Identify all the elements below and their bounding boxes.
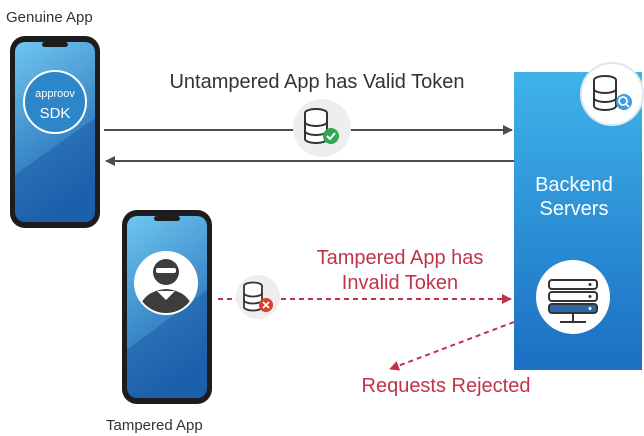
valid-token-label: Untampered App has Valid Token	[169, 71, 464, 93]
sdk-label-line2: SDK	[40, 105, 71, 122]
database-search-icon	[580, 62, 644, 126]
hacker-avatar-icon	[134, 251, 198, 315]
backend-label-line1: Backend	[535, 174, 613, 196]
genuine-app-label: Genuine App	[6, 9, 93, 26]
requests-rejected-label: Requests Rejected	[362, 375, 531, 397]
approov-sdk-badge	[23, 70, 87, 134]
invalid-token-label-line1: Tampered App has	[317, 247, 484, 269]
backend-label-line2: Servers	[540, 198, 609, 220]
database-check-icon	[293, 99, 351, 157]
invalid-token-label-line2: Invalid Token	[342, 272, 458, 294]
tampered-app-label: Tampered App	[106, 417, 203, 434]
rejected-response-arrow	[389, 321, 515, 371]
database-error-icon	[236, 275, 280, 319]
server-rack-icon	[536, 260, 610, 334]
sdk-label-line1: approov	[35, 88, 75, 100]
